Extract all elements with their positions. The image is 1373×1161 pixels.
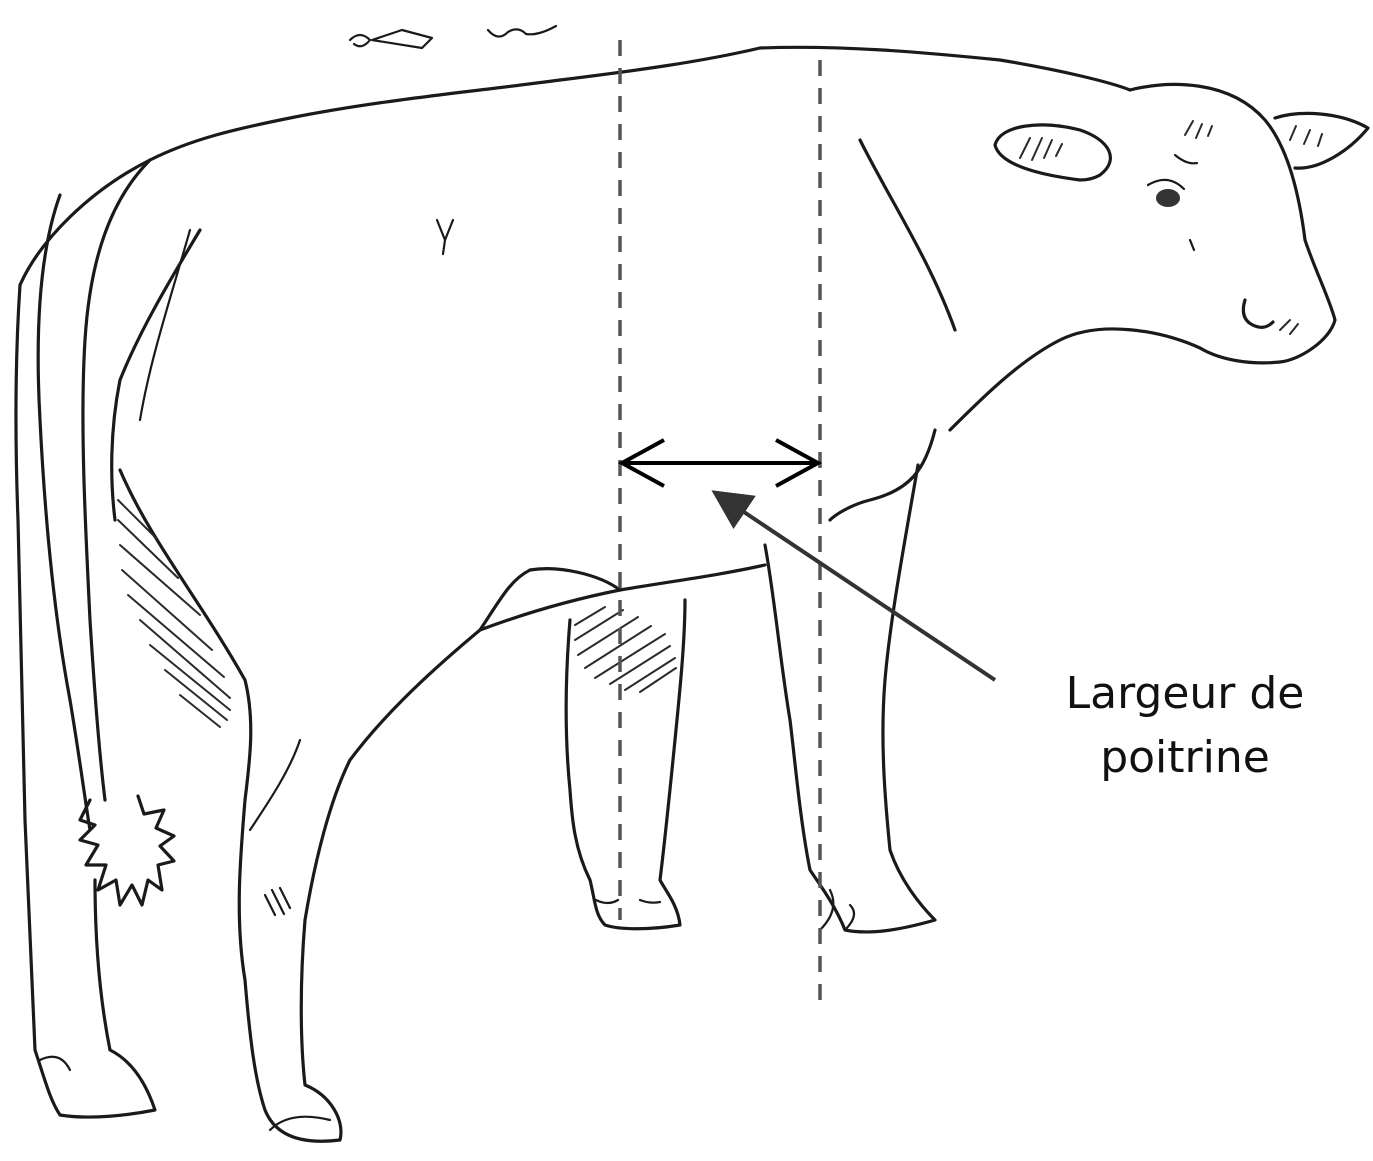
cow-hind-outline [112,230,200,520]
cow-belly-outline [480,565,765,630]
pointer-arrow [738,508,995,680]
cow-front-leg-near [830,430,935,520]
top-scribbles [350,26,556,48]
label-line-2: poitrine [1035,726,1335,790]
cow-ear-right [1275,113,1368,168]
cow-front-leg-far [566,600,685,929]
cow-head-outline [950,84,1335,430]
label-line-1: Largeur de [1035,662,1335,726]
measurement-arrow [622,440,818,486]
cow-ear-left [995,125,1110,180]
hatch-front-leg [575,607,676,692]
hatch-flank [118,500,230,727]
body-mark [437,220,453,254]
measurement-label: Largeur de poitrine [1035,662,1335,790]
cow-eye [1156,189,1180,207]
cow-back-outline [20,47,1130,285]
